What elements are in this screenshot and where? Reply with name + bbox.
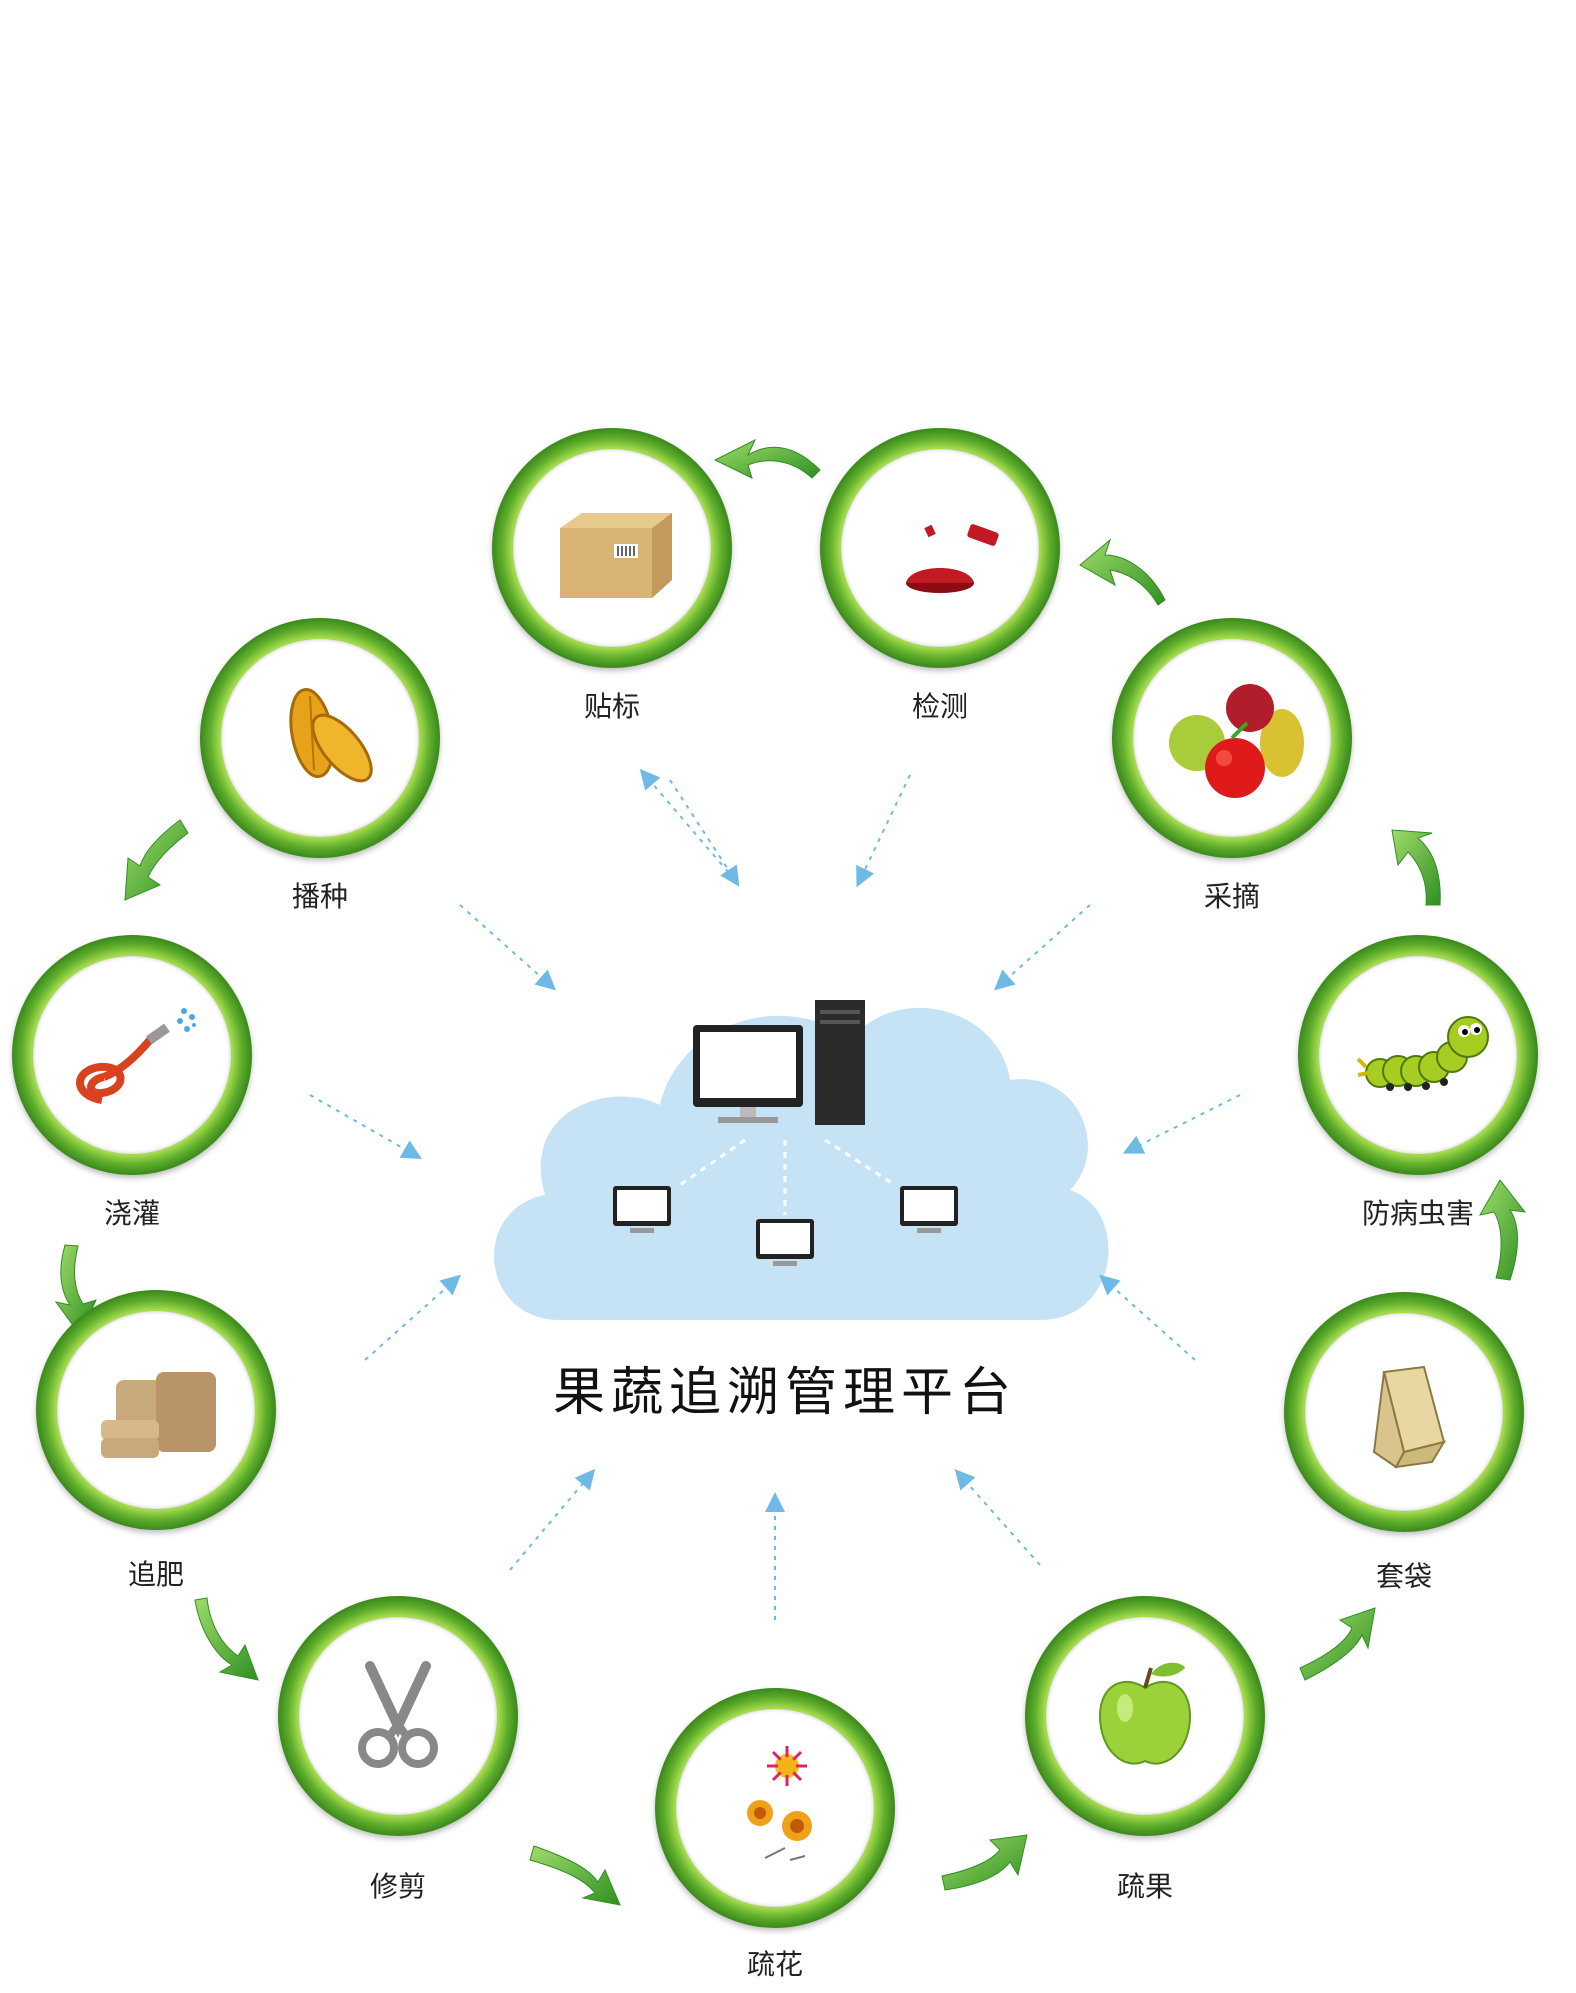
step-label: 疏花 bbox=[665, 1943, 885, 1983]
arrow-icon bbox=[715, 440, 820, 478]
step-ring-label[interactable] bbox=[492, 428, 732, 668]
step-label: 追肥 bbox=[46, 1553, 266, 1593]
box-icon bbox=[512, 448, 712, 648]
client-monitor-icon bbox=[756, 1219, 814, 1266]
step-label: 浇灌 bbox=[22, 1192, 242, 1232]
seeds-icon bbox=[220, 638, 420, 838]
step-label: 防病虫害 bbox=[1308, 1192, 1528, 1232]
arrow-icon bbox=[195, 1598, 258, 1680]
step-ring-flower-thinning[interactable] bbox=[655, 1688, 895, 1928]
step-ring-pest-control[interactable] bbox=[1298, 935, 1538, 1175]
arrow-icon bbox=[1300, 1608, 1375, 1680]
apple-icon bbox=[1045, 1616, 1245, 1816]
step-ring-bagging[interactable] bbox=[1284, 1292, 1524, 1532]
step-ring-test[interactable] bbox=[820, 428, 1060, 668]
arrow-icon bbox=[1080, 540, 1165, 605]
client-monitor-icon bbox=[613, 1186, 671, 1233]
fertilizer-bags-icon bbox=[56, 1310, 256, 1510]
fruit-basket-icon bbox=[1132, 638, 1332, 838]
step-label: 播种 bbox=[210, 875, 430, 915]
arrow-icon bbox=[125, 820, 188, 900]
platform-title: 果蔬追溯管理平台 bbox=[455, 1350, 1115, 1425]
hose-icon bbox=[32, 955, 232, 1155]
paper-bag-icon bbox=[1304, 1312, 1504, 1512]
flowers-icon bbox=[675, 1708, 875, 1908]
arrow-icon bbox=[530, 1846, 620, 1905]
step-label: 贴标 bbox=[502, 685, 722, 725]
sample-icon bbox=[840, 448, 1040, 648]
arrow-icon bbox=[942, 1835, 1027, 1890]
scissors-icon bbox=[298, 1616, 498, 1816]
step-ring-fertilizing[interactable] bbox=[36, 1290, 276, 1530]
client-monitor-icon bbox=[900, 1186, 958, 1233]
caterpillar-icon bbox=[1318, 955, 1518, 1155]
step-label: 疏果 bbox=[1035, 1865, 1255, 1905]
step-ring-irrigation[interactable] bbox=[12, 935, 252, 1175]
arrow-icon bbox=[1392, 830, 1440, 905]
step-ring-harvest[interactable] bbox=[1112, 618, 1352, 858]
step-label: 套袋 bbox=[1294, 1555, 1514, 1595]
step-ring-fruit-thinning[interactable] bbox=[1025, 1596, 1265, 1836]
step-label: 检测 bbox=[830, 685, 1050, 725]
step-ring-pruning[interactable] bbox=[278, 1596, 518, 1836]
step-label: 修剪 bbox=[288, 1865, 508, 1905]
step-ring-sowing[interactable] bbox=[200, 618, 440, 858]
step-label: 采摘 bbox=[1122, 875, 1342, 915]
